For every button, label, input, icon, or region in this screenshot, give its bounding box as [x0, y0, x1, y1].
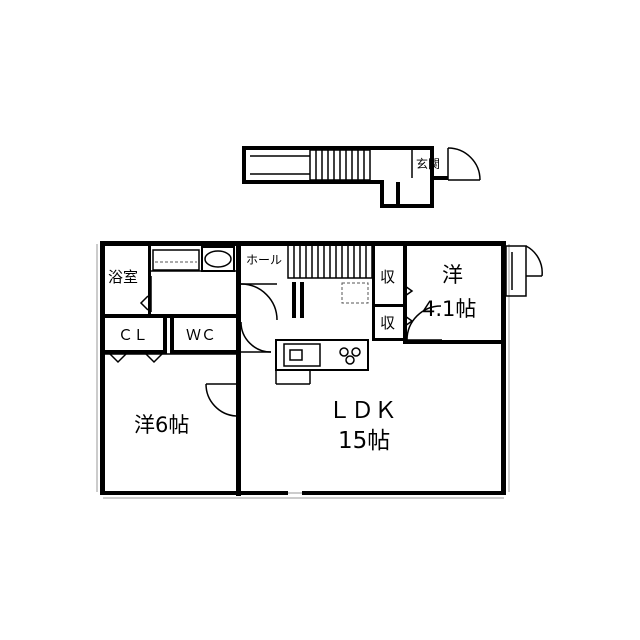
western-large-label: 洋6帖	[134, 413, 189, 437]
storage-label-2: 収	[380, 314, 395, 332]
washbasin	[151, 246, 236, 272]
kitchen-counter	[275, 339, 369, 385]
bathtub	[152, 249, 200, 271]
toilet-label: ＷＣ	[186, 326, 216, 344]
entrance-block	[242, 146, 481, 208]
ldk-name: ＬＤＫ	[328, 398, 397, 424]
bath-label: 浴室	[108, 268, 138, 286]
outer-detail-lines	[96, 244, 510, 499]
ldk-size: 15帖	[338, 428, 390, 454]
closet-label: ＣＬ	[118, 326, 148, 344]
stairs-main	[287, 243, 373, 279]
stairs-upper	[309, 149, 371, 181]
hall-label: ホール	[246, 253, 282, 267]
entrance-label: 玄関	[416, 156, 440, 171]
washing-machine-space	[341, 282, 369, 304]
western-small-size: 4.1帖	[422, 297, 476, 321]
doors	[109, 245, 543, 417]
storage-label-1: 収	[380, 268, 395, 286]
western-small-name: 洋	[442, 263, 463, 287]
